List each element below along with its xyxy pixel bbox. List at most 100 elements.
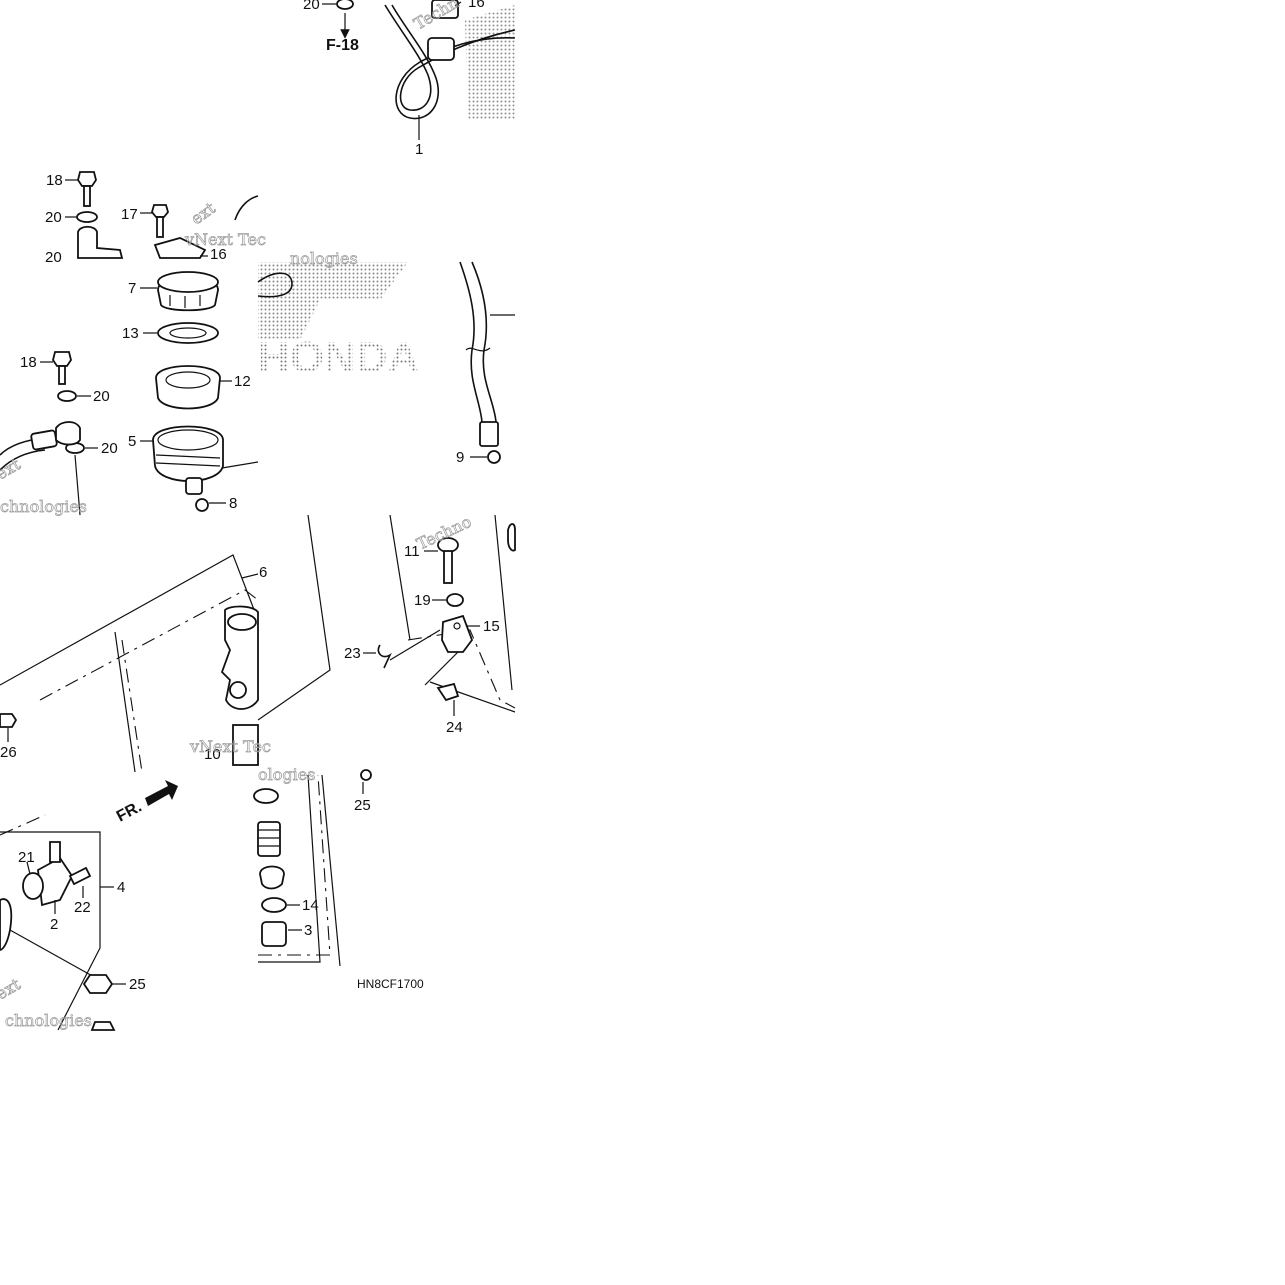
front-arrow-icon — [145, 780, 178, 806]
callout-4: 4 — [117, 879, 125, 896]
callout-3: 3 — [304, 922, 312, 939]
banjo-fitting — [77, 225, 124, 259]
hose-bracket — [431, 0, 459, 19]
watermark: chnologies — [0, 497, 87, 516]
master-cylinder-body — [220, 605, 259, 710]
watermark: ologies — [258, 765, 315, 784]
callout-18: 18 — [20, 354, 37, 371]
primary-cup — [259, 865, 285, 890]
callout-8: 8 — [229, 495, 237, 512]
washer — [57, 390, 77, 402]
sealing-washer — [336, 0, 354, 10]
callout-16: 16 — [468, 0, 485, 11]
callout-20: 20 — [101, 440, 118, 457]
lock-nut — [446, 593, 464, 607]
cap-top — [157, 271, 219, 293]
joint-screw — [68, 866, 92, 886]
reservoir-outlet — [185, 477, 203, 495]
hose-clip — [487, 450, 501, 464]
cotter-pin — [377, 644, 392, 669]
callout-9: 9 — [456, 449, 464, 466]
bolt-head — [151, 204, 169, 218]
callout-20: 20 — [45, 209, 62, 226]
circlip — [261, 897, 287, 913]
push-rod-joint — [441, 614, 474, 653]
callout-20: 20 — [303, 0, 320, 13]
cylinder-body-edge — [0, 898, 13, 951]
hose-fitting — [30, 429, 58, 451]
cylinder-edge — [507, 523, 516, 552]
callout-2: 2 — [50, 916, 58, 933]
tile-reservoir: 7 13 12 5 8 18 20 20 — [0, 262, 408, 516]
joint-pin — [443, 550, 453, 584]
bolt-end — [360, 769, 372, 781]
piston-seal — [253, 788, 279, 804]
tile-master-cylinder: 6 26 10 vNext Tec — [0, 554, 271, 773]
callout-20: 20 — [45, 249, 62, 266]
tile-piston-set: ologies 14 3 25 HN8CF1700 — [253, 765, 424, 991]
callout-16: 16 — [210, 246, 227, 263]
bolt-shank — [58, 365, 66, 385]
diagram-code: HN8CF1700 — [357, 977, 424, 991]
watermark: chnologies — [5, 1011, 92, 1030]
washer — [76, 211, 98, 223]
set-plate — [157, 322, 219, 344]
callout-12: 12 — [234, 373, 251, 390]
callout-25: 25 — [129, 976, 146, 993]
callout-7: 7 — [128, 280, 136, 297]
callout-5: 5 — [128, 433, 136, 450]
front-indicator: FR. — [114, 798, 145, 825]
tile-bolts-upper: 18 20 20 17 16 vNext Tec ext — [45, 171, 266, 266]
hose-end — [479, 421, 499, 447]
tile-hose-top: 20 16 F-18 1 Techn — [303, 0, 516, 158]
joint-pin — [436, 682, 460, 702]
reference-label: F-18 — [326, 37, 359, 54]
hose-clip — [195, 498, 209, 512]
bolt-head — [52, 351, 72, 367]
diaphragm — [155, 365, 221, 410]
callout-22: 22 — [74, 899, 91, 916]
tile-hose-logo: HONDA 9 nologies — [257, 249, 515, 466]
callout-23: 23 — [344, 645, 361, 662]
tile-hose-joint: FR. 21 2 22 4 25 ext chnologies — [0, 780, 178, 1031]
watermark: ext — [0, 974, 24, 1003]
bolt-head — [82, 974, 114, 994]
callout-20: 20 — [93, 388, 110, 405]
push-rod-boot — [232, 724, 259, 766]
callout-18: 18 — [46, 172, 63, 189]
cylinder-mount — [229, 681, 247, 699]
cylinder-port — [227, 613, 257, 631]
honda-wing-dots — [258, 262, 408, 340]
honda-wing-dots — [465, 5, 515, 120]
o-ring — [22, 872, 44, 900]
bolt-head — [77, 171, 97, 187]
bolt-shank — [156, 216, 164, 238]
hose-edge — [234, 195, 259, 221]
callout-1: 1 — [415, 141, 423, 158]
piston — [261, 921, 287, 947]
hose-clamp — [427, 37, 455, 61]
reservoir-hose — [459, 261, 483, 423]
callout-6: 6 — [259, 564, 267, 581]
watermark: vNext Tec — [189, 737, 271, 756]
callout-13: 13 — [122, 325, 139, 342]
hose-clamp — [153, 237, 207, 259]
callout-14: 14 — [302, 897, 319, 914]
reservoir-hose-outer — [0, 449, 46, 471]
brand-mark: HONDA — [258, 333, 419, 382]
bolt-head — [90, 1021, 116, 1031]
callout-26: 26 — [0, 744, 17, 761]
piston-spring — [257, 821, 281, 857]
callout-10: 10 — [204, 746, 221, 763]
tile-brake-arm: 11 19 15 23 24 Techno — [257, 511, 516, 736]
banjo-fitting — [55, 421, 81, 446]
watermark: ext — [187, 198, 219, 228]
callout-19: 19 — [414, 592, 431, 609]
watermark: vNext Tec — [184, 230, 266, 249]
callout-17: 17 — [121, 206, 138, 223]
bolt-head — [0, 713, 18, 728]
reservoir-body — [152, 425, 224, 482]
callout-15: 15 — [483, 618, 500, 635]
callout-24: 24 — [446, 719, 463, 736]
